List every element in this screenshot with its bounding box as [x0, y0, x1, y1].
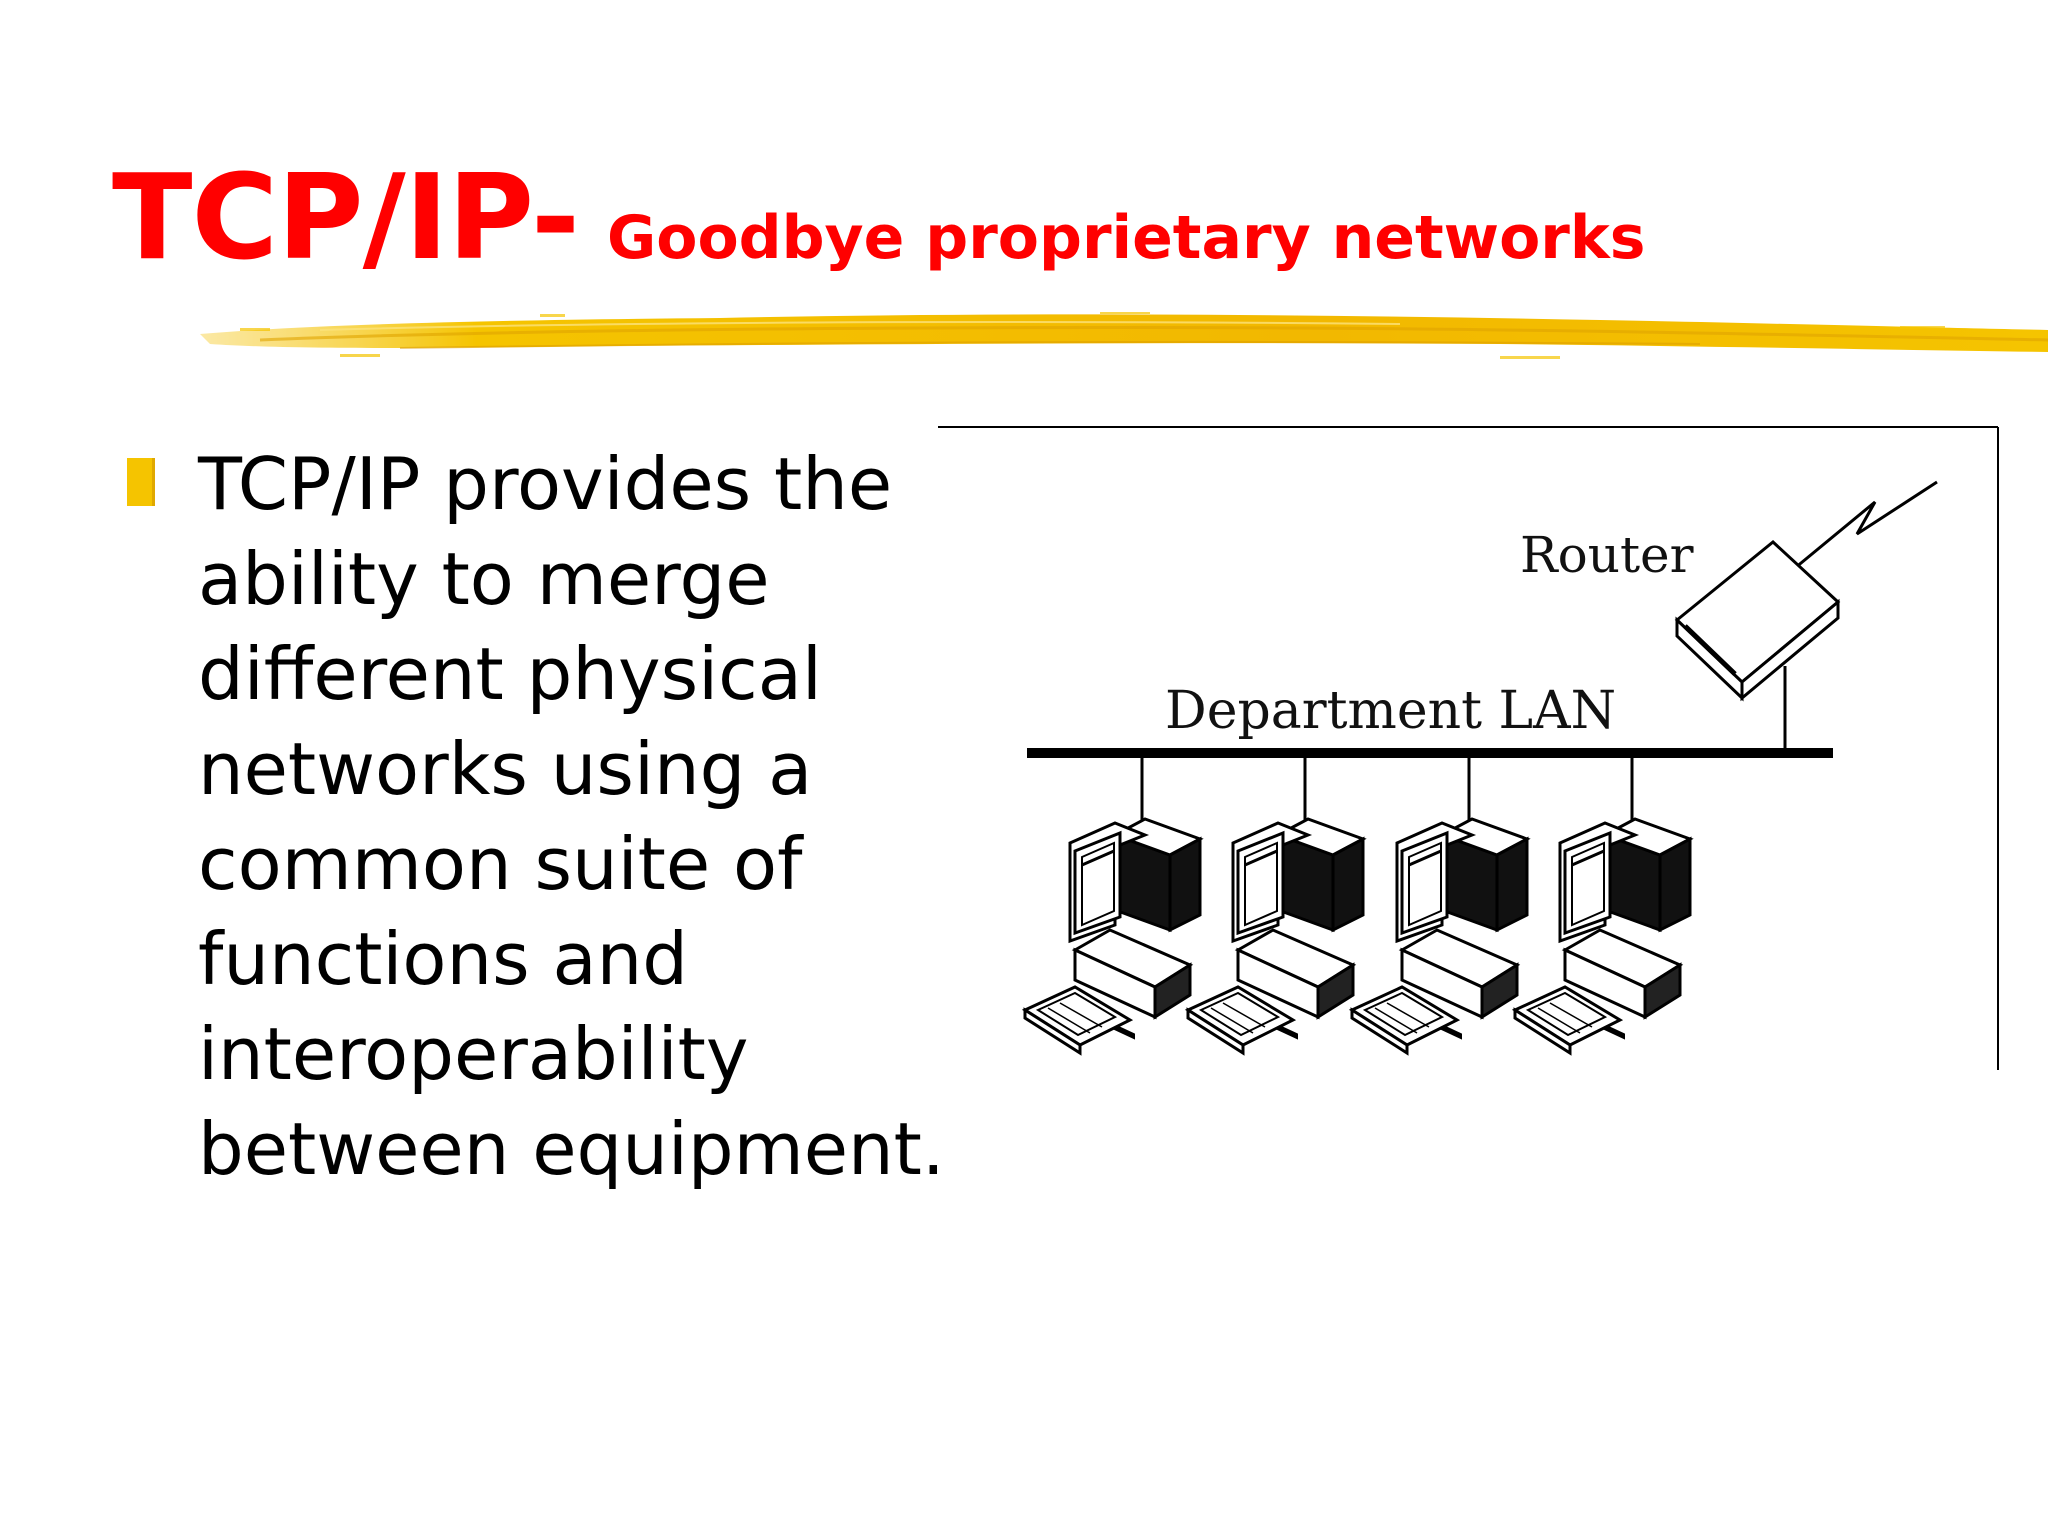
computer-icon	[1186, 817, 1365, 1055]
title-main: TCP/IP-	[112, 148, 580, 286]
brush-stroke-divider	[200, 312, 2048, 359]
title-subtitle: Goodbye proprietary networks	[606, 203, 1646, 273]
wireless-link-icon	[1794, 480, 1938, 570]
computer-icon	[1350, 817, 1529, 1055]
computer-icon	[1023, 817, 1202, 1055]
router-label: Router	[1520, 526, 1694, 584]
computer-icon	[1513, 817, 1692, 1055]
slide-title: TCP/IP- Goodbye proprietary networks	[112, 148, 1646, 286]
bullet-marker	[127, 458, 155, 506]
router-icon	[1674, 540, 1841, 702]
bullet-text: TCP/IP provides the ability to merge dif…	[198, 442, 945, 1191]
network-diagram: Router Department LAN	[938, 426, 1999, 1070]
lan-label: Department LAN	[1165, 681, 1616, 741]
